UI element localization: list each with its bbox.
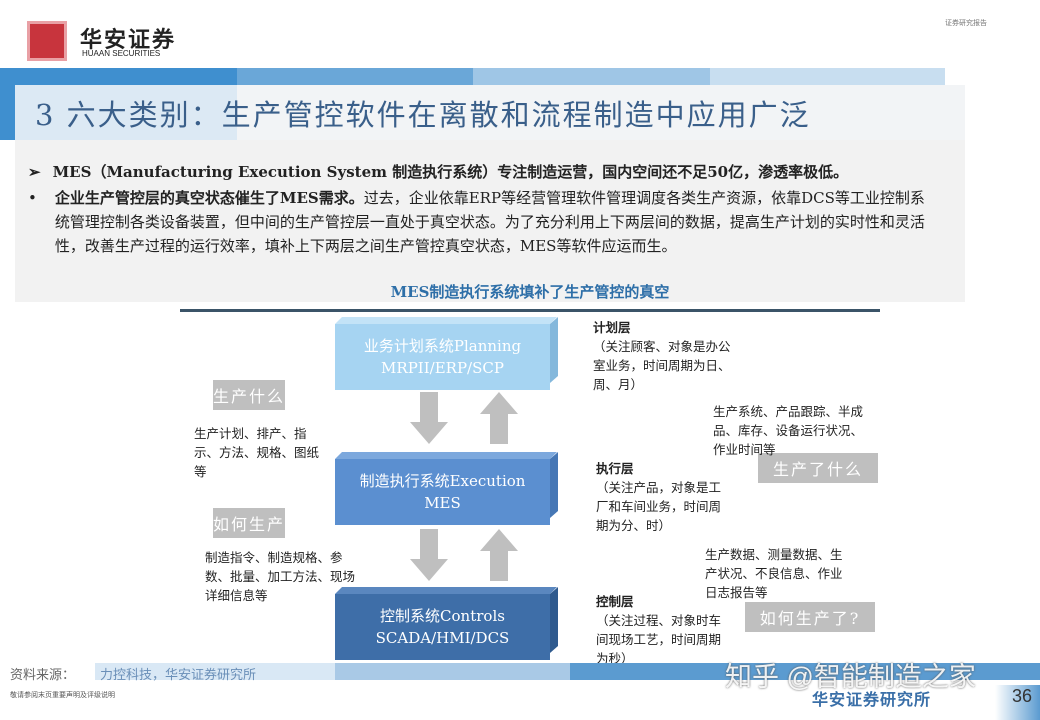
bullet-1: ➢ MES（Manufacturing Execution System 制造执行… [28,160,948,184]
down-arrow-icon [410,529,448,581]
dot-bullet-icon: • [28,189,37,207]
header-band [473,68,710,85]
tag-how-done: 如何生产了? [745,602,875,632]
logo-subtext: HUAAN SECURITIES [82,49,161,58]
header-band [237,68,473,85]
note-down-1: 生产计划、排产、指示、方法、规格、图纸等 [194,426,320,479]
bullet-text: 过去，企业依靠ERP等经营管理软件管理调度各类生产资源，依靠DCS等工业控制系统… [54,189,925,255]
figure-rule [180,309,880,312]
watermark: 知乎 @智能制造之家 [725,662,976,692]
bullet-bold: 企业生产管控层的真空状态催生了MES需求。 [54,189,364,207]
bullet-text: MES（Manufacturing Execution System 制造执行系… [52,163,849,181]
note-up-1: 生产系统、产品跟踪、半成品、库存、设备运行状况、作业时间等 [713,404,864,457]
page-number: 36 [1012,686,1033,706]
layer-desc: （关注产品，对象是工厂和车间业务，时间周期为分、时） [596,480,722,533]
header-band [0,68,237,85]
content-panel [15,140,965,302]
tag-how: 如何生产 [213,508,285,538]
layer-desc: （关注过程、对象时车间现场工艺，时间周期为秒） [596,613,722,666]
source-text: 力控科技，华安证券研究所 [100,668,257,683]
report-type: 证券研究报告 [945,19,987,27]
planning-layer-label: 计划层 （关注顾客、对象是办公室业务，时间周期为日、周、月） [593,318,733,394]
box-line: MRPII/ERP/SCP [381,359,504,377]
footer-org: 华安证券研究所 [812,690,932,709]
tag-what: 生产什么 [213,380,285,410]
figure-caption: MES制造执行系统填补了生产管控的真空 [390,283,670,301]
disclaimer: 敬请参阅末页重要声明及评级说明 [10,691,115,699]
up-arrow-icon [480,529,518,581]
note-up-2: 生产数据、测量数据、生产状况、不良信息、作业日志报告等 [705,547,843,600]
tag-what-done: 生产了什么 [758,453,878,483]
arrow-bullet-icon: ➢ [28,163,41,181]
box-line: SCADA/HMI/DCS [375,629,510,647]
bullet-2: • 企业生产管控层的真空状态催生了MES需求。过去，企业依靠ERP等经营管理软件… [28,186,948,258]
box-line: 制造执行系统Execution [359,472,526,490]
layer-name: 计划层 [593,320,631,335]
control-layer-label: 控制层 （关注过程、对象时车间现场工艺，时间周期为秒） [596,592,721,668]
logo-text: 华安证券 [80,27,177,53]
logo-icon [27,21,67,61]
page-number-tab [995,685,1040,720]
layer-name: 执行层 [596,461,634,476]
title-panel [15,85,965,140]
box-line: MES [424,494,461,512]
box-line: 控制系统Controls [380,607,505,625]
footer-band [335,663,570,680]
footer-band [95,663,335,680]
page-title: 3 六大类别：生产管控软件在离散和流程制造中应用广泛 [35,98,811,132]
layer-name: 控制层 [596,594,634,609]
flow-arrows [410,392,518,581]
header-band [710,68,945,85]
up-arrow-icon [480,392,518,444]
source-label: 资料来源： [10,668,76,683]
layer-desc: （关注顾客、对象是办公室业务，时间周期为日、周、月） [593,339,731,392]
box-line: 业务计划系统Planning [363,337,522,355]
note-down-2: 制造指令、制造规格、参数、批量、加工方法、现场详细信息等 [205,550,356,603]
execution-layer-label: 执行层 （关注产品，对象是工厂和车间业务，时间周期为分、时） [596,459,731,535]
footer-band [570,663,1040,680]
title-accent [0,85,15,140]
down-arrow-icon [410,392,448,444]
